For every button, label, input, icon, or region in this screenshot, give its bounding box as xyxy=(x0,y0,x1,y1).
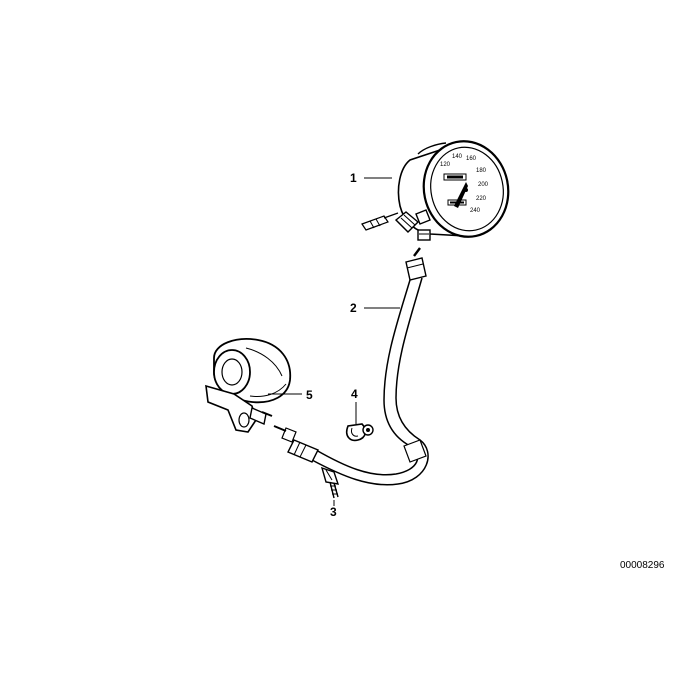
dial-number: 240 xyxy=(470,208,481,214)
speedometer-cable-part-2 xyxy=(273,247,429,486)
callout-1: 1 xyxy=(350,171,357,185)
callout-2: 2 xyxy=(350,301,357,315)
callout-5: 5 xyxy=(306,388,313,402)
speedometer-dial: 120 140 160 180 200 220 240 xyxy=(440,154,489,214)
dial-number: 180 xyxy=(476,168,487,174)
leader-lines xyxy=(268,177,400,506)
dial-number: 140 xyxy=(452,154,463,160)
dial-number: 200 xyxy=(478,182,489,188)
screw-part-3 xyxy=(320,466,340,499)
cable-clip-part-4 xyxy=(345,423,374,442)
callout-3: 3 xyxy=(330,505,337,519)
callout-4: 4 xyxy=(351,387,358,401)
speedometer-part-1: 120 140 160 180 200 220 240 xyxy=(361,140,510,241)
drive-housing-part-5 xyxy=(205,338,292,433)
dial-number: 220 xyxy=(476,196,487,202)
dial-number: 120 xyxy=(440,162,451,168)
reference-code: 00008296 xyxy=(620,560,665,571)
dial-number: 160 xyxy=(466,156,477,162)
